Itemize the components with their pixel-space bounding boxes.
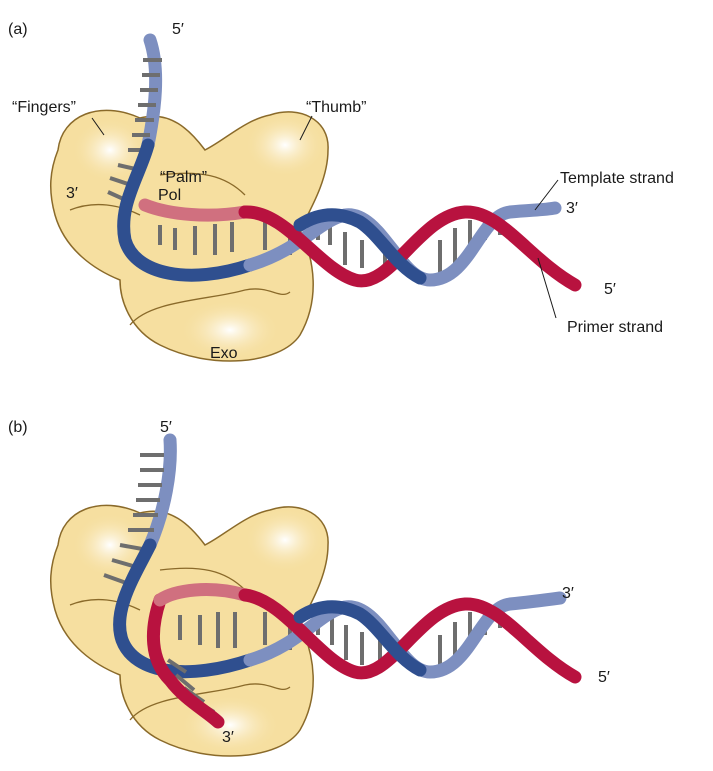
primer-5prime-b: 5′: [598, 669, 610, 686]
fingers-label: “Fingers”: [12, 99, 76, 116]
template-5prime-b: 5′: [160, 419, 172, 436]
primer-3prime-b: 3′: [222, 729, 234, 746]
thumb-highlight: [245, 113, 325, 177]
palm-label: “Palm”: [160, 169, 207, 186]
pol-label: Pol: [158, 187, 181, 204]
template-3prime-a: 3′: [566, 200, 578, 217]
thumb-highlight-b: [245, 508, 325, 572]
panel-b-label: (b): [8, 419, 28, 436]
template-3prime-b: 3′: [562, 585, 574, 602]
template-strand-label: Template strand: [560, 170, 674, 187]
primer-5prime-a: 5′: [604, 281, 616, 298]
template-strand-a-upper: [148, 40, 156, 145]
primer-strand-label: Primer strand: [567, 319, 663, 336]
panel-a: (a): [8, 21, 674, 362]
exo-label: Exo: [210, 345, 238, 362]
panel-b: (b): [8, 419, 610, 756]
fingers-3prime: 3′: [66, 185, 78, 202]
template-5prime-a: 5′: [172, 21, 184, 38]
panel-a-label: (a): [8, 21, 28, 38]
thumb-label: “Thumb”: [306, 99, 366, 116]
